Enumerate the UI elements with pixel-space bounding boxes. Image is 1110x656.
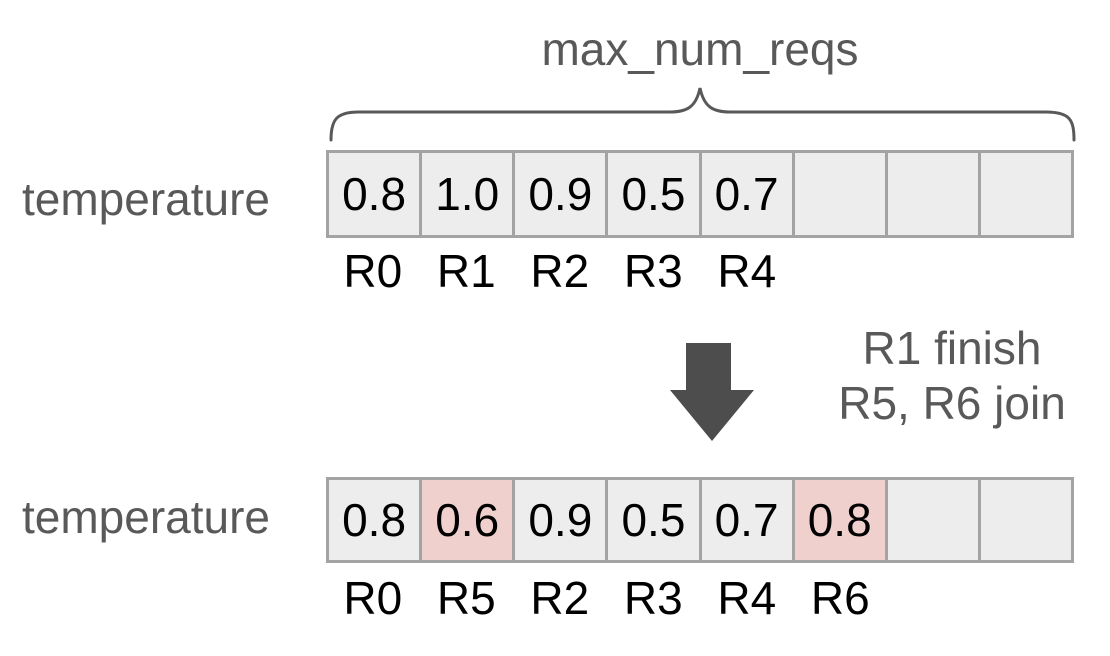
array-cell: [887, 153, 981, 235]
request-label: R5: [436, 572, 496, 624]
array-cell: 0.5: [608, 153, 702, 235]
request-label-empty: [887, 575, 981, 621]
request-label: R0: [343, 572, 403, 624]
array-cell: [794, 153, 888, 235]
request-label: R3: [623, 572, 683, 624]
request-label: R6: [810, 572, 870, 624]
array-cell: 0.9: [515, 153, 609, 235]
array-cell: 1.0: [422, 153, 516, 235]
array-cell-highlighted: 0.8: [794, 480, 888, 560]
request-label-empty: [887, 248, 981, 294]
curly-brace: [329, 87, 1076, 142]
transition-note: R1 finish R5, R6 join: [802, 321, 1102, 431]
request-label: R2: [530, 245, 590, 297]
array-cell: 0.8: [329, 480, 423, 560]
request-label: R2: [530, 572, 590, 624]
request-label: R4: [717, 245, 777, 297]
request-labels-after: R0 R5 R2 R3 R4 R6: [326, 575, 1074, 621]
max-num-reqs-label: max_num_reqs: [541, 23, 859, 75]
array-cell: 0.7: [701, 480, 795, 560]
array-cell: 0.7: [701, 153, 795, 235]
request-label: R1: [436, 245, 496, 297]
request-label: R4: [717, 572, 777, 624]
request-label-empty: [981, 248, 1075, 294]
array-cell: [887, 480, 981, 560]
array-cell: 0.8: [329, 153, 423, 235]
request-label: R0: [343, 245, 403, 297]
request-label: R3: [623, 245, 683, 297]
request-labels-before: R0 R1 R2 R3 R4: [326, 248, 1074, 294]
temperature-label-after: temperature: [22, 491, 271, 543]
down-arrow-icon: [670, 343, 754, 441]
array-cell: [980, 480, 1071, 560]
request-label-empty: [794, 248, 888, 294]
transition-note-line-1: R1 finish: [862, 322, 1042, 374]
temperature-label-before: temperature: [22, 173, 271, 225]
array-cell: 0.9: [515, 480, 609, 560]
array-cell-highlighted: 0.6: [422, 480, 516, 560]
request-label-empty: [981, 575, 1075, 621]
transition-note-line-2: R5, R6 join: [838, 377, 1066, 429]
array-cell: 0.5: [608, 480, 702, 560]
array-cell: [980, 153, 1071, 235]
